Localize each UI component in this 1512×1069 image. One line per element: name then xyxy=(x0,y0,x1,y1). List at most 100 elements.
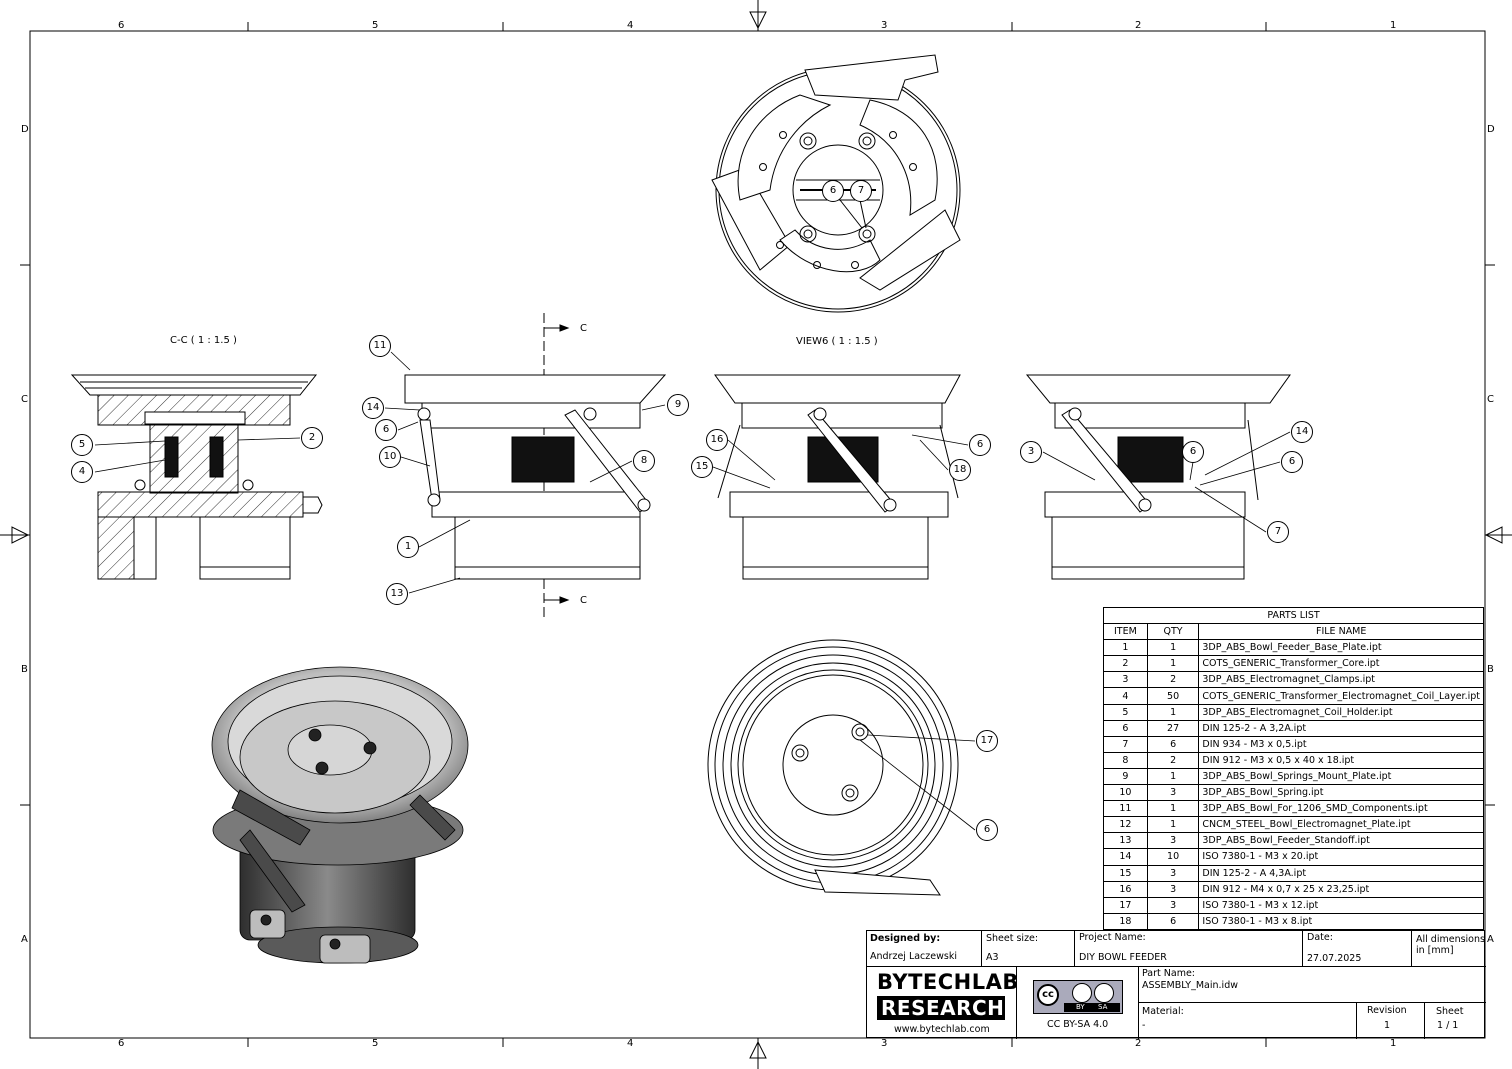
balloon: 6 xyxy=(822,180,844,202)
balloon: 6 xyxy=(1182,441,1204,463)
zone-row-left: A xyxy=(21,934,28,945)
cut-letter-bottom: C xyxy=(580,595,587,606)
balloon: 16 xyxy=(706,429,728,451)
website: www.bytechlab.com xyxy=(894,1024,990,1035)
item-cell: 16 xyxy=(1103,880,1148,898)
qty-cell: 3 xyxy=(1146,832,1200,850)
dimensions-note-2: in [mm] xyxy=(1416,945,1454,956)
zone-col-top: 2 xyxy=(1135,20,1142,31)
balloon: 7 xyxy=(850,180,872,202)
item-cell: 13 xyxy=(1103,832,1148,850)
file-name-cell: ISO 7380-1 - M3 x 8.ipt xyxy=(1198,912,1484,930)
file-name-cell: DIN 125-2 - A 4,3A.ipt xyxy=(1198,864,1484,882)
balloon: 5 xyxy=(71,434,93,456)
balloon: 2 xyxy=(301,427,323,449)
part-name-value: ASSEMBLY_Main.idw xyxy=(1142,980,1238,991)
iso-render xyxy=(211,666,469,964)
file-name-cell: DIN 125-2 - A 3,2A.ipt xyxy=(1198,719,1484,737)
cc-icon: cc xyxy=(1037,984,1059,1006)
file-name-cell: 3DP_ABS_Bowl_Springs_Mount_Plate.ipt xyxy=(1198,767,1484,786)
material-value: - xyxy=(1142,1020,1146,1031)
qty-cell: 3 xyxy=(1146,896,1200,914)
cut-letter-top: C xyxy=(580,323,587,334)
item-cell: 9 xyxy=(1103,767,1148,786)
item-cell: 15 xyxy=(1103,864,1148,882)
zone-row-right: D xyxy=(1487,124,1495,135)
dimensions-note-1: All dimensions xyxy=(1416,934,1485,945)
qty-cell: 27 xyxy=(1146,719,1200,737)
side-view xyxy=(1025,374,1291,580)
by-icon xyxy=(1072,983,1092,1003)
file-name-cell: ISO 7380-1 - M3 x 20.ipt xyxy=(1198,848,1484,866)
zone-col-bottom: 2 xyxy=(1135,1038,1142,1049)
item-cell: 14 xyxy=(1103,848,1148,866)
zone-row-left: C xyxy=(21,394,28,405)
balloon: 14 xyxy=(1291,421,1313,443)
item-cell: 2 xyxy=(1103,655,1148,673)
parts-list-title: PARTS LIST xyxy=(1103,606,1484,625)
qty-cell: 2 xyxy=(1146,751,1200,769)
balloon: 1 xyxy=(397,536,419,558)
balloon: 11 xyxy=(369,335,391,357)
revision-value: 1 xyxy=(1384,1020,1391,1031)
logo-cell: BYTECHLAB RESEARCH www.bytechlab.com xyxy=(867,967,1019,1039)
zone-col-top: 6 xyxy=(118,20,125,31)
date-value: 27.07.2025 xyxy=(1307,953,1362,964)
qty-cell: 10 xyxy=(1146,848,1200,866)
file-name-cell: 3DP_ABS_Bowl_Spring.ipt xyxy=(1198,784,1484,802)
logo-line2: RESEARCH xyxy=(881,996,1005,1020)
item-cell: 18 xyxy=(1103,912,1148,930)
sheet-size-cell: Sheet size: A3 xyxy=(982,931,1075,967)
file-name-cell: 3DP_ABS_Bowl_For_1206_SMD_Components.ipt xyxy=(1198,800,1484,818)
file-name-cell: COTS_GENERIC_Transformer_Core.ipt xyxy=(1198,655,1484,673)
item-cell: 1 xyxy=(1103,639,1148,657)
logo-line1: BYTECHLAB xyxy=(877,970,1019,994)
zone-col-bottom: 1 xyxy=(1390,1038,1397,1049)
qty-cell: 2 xyxy=(1146,671,1200,689)
zone-col-top: 1 xyxy=(1390,20,1397,31)
balloon: 9 xyxy=(667,394,689,416)
balloon: 18 xyxy=(949,459,971,481)
license-cell: cc BY SA CC BY-SA 4.0 xyxy=(1017,967,1139,1039)
file-name-cell: DIN 912 - M4 x 0,7 x 25 x 23,25.ipt xyxy=(1198,880,1484,898)
file-name-cell: 3DP_ABS_Bowl_Feeder_Standoff.ipt xyxy=(1198,832,1484,850)
balloon: 3 xyxy=(1020,441,1042,463)
file-name-cell: 3DP_ABS_Electromagnet_Coil_Holder.ipt xyxy=(1198,703,1484,721)
qty-cell: 6 xyxy=(1146,735,1200,753)
item-cell: 4 xyxy=(1103,687,1148,705)
file-name-cell: DIN 934 - M3 x 0,5.ipt xyxy=(1198,735,1484,753)
file-name-cell: CNCM_STEEL_Bowl_Electromagnet_Plate.ipt xyxy=(1198,816,1484,834)
item-cell: 5 xyxy=(1103,703,1148,721)
balloon: 13 xyxy=(386,583,408,605)
item-cell: 8 xyxy=(1103,751,1148,769)
leader-lines xyxy=(94,351,1291,831)
balloon: 8 xyxy=(633,450,655,472)
designed-by-cell: Designed by: Andrzej Laczewski xyxy=(867,931,982,967)
zone-col-bottom: 5 xyxy=(372,1038,379,1049)
qty-cell: 1 xyxy=(1146,639,1200,657)
file-name-cell: DIN 912 - M3 x 0,5 x 40 x 18.ipt xyxy=(1198,751,1484,769)
bottom-view xyxy=(707,639,959,896)
sheet-label: Sheet xyxy=(1436,1006,1464,1017)
qty-cell: 6 xyxy=(1146,912,1200,930)
qty-cell: 1 xyxy=(1146,655,1200,673)
sheet-size-label: Sheet size: xyxy=(986,933,1039,944)
qty-cell: 1 xyxy=(1146,816,1200,834)
balloon: 6 xyxy=(375,419,397,441)
material-cell: Material: - xyxy=(1139,1003,1357,1039)
